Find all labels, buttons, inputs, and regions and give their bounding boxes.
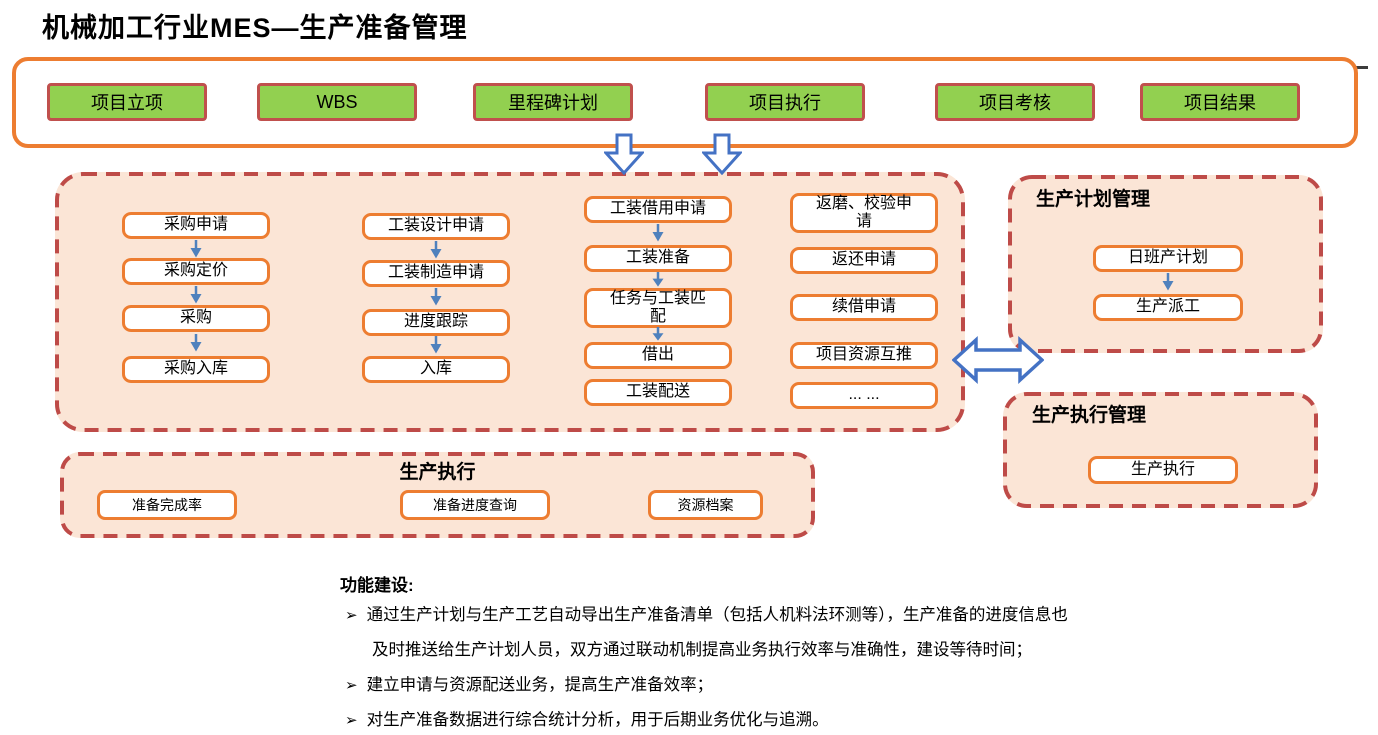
flow-arrow-icon: [652, 224, 664, 242]
flow-arrow-icon: [652, 272, 664, 287]
step-project-execution: 项目执行: [705, 83, 865, 121]
project-resource-push-box: 项目资源互推: [790, 342, 938, 369]
regrind-calibration-apply-box: 返磨、校验申 请: [790, 193, 938, 233]
lend-out-box: 借出: [584, 342, 732, 369]
step-project-initiation: 项目立项: [47, 83, 207, 121]
note-bullet-1: ➢ 通过生产计划与生产工艺自动导出生产准备清单（包括人机料法环测等），生产准备的进…: [345, 601, 1068, 625]
return-apply-box: 返还申请: [790, 247, 938, 274]
bullet-marker-icon: ➢: [345, 712, 358, 729]
tooling-borrow-apply-box: 工装借用申请: [584, 196, 732, 223]
exec-panel: 生产执行 准备完成率 准备进度查询 资源档案: [60, 452, 815, 538]
bullet-marker-icon: ➢: [345, 677, 358, 694]
note-bullet-2: ➢ 建立申请与资源配送业务，提高生产准备效率；: [345, 671, 713, 695]
inbound-box: 入库: [362, 356, 510, 383]
corner-dash: [1356, 66, 1368, 69]
flow-arrow-icon: [430, 336, 442, 354]
production-prep-panel: 采购申请 采购定价 采购 采购入库 工装设计申请 工装制造申请 进度跟踪 入库 …: [55, 172, 965, 432]
renew-borrow-apply-box: 续借申请: [790, 294, 938, 321]
project-process-bar: 项目立项 WBS 里程碑计划 项目执行 项目考核 项目结果: [12, 57, 1358, 148]
step-milestone-plan: 里程碑计划: [473, 83, 633, 121]
page-title: 机械加工行业MES—生产准备管理: [42, 13, 468, 43]
flow-arrow-icon: [190, 334, 202, 352]
exec-panel-title: 生产执行: [399, 462, 476, 483]
flow-arrow-icon: [190, 240, 202, 258]
double-arrow-icon: [952, 336, 1044, 384]
flow-arrow-icon: [190, 286, 202, 304]
exec-mgmt-panel: 生产执行管理 生产执行: [1003, 392, 1318, 508]
flow-arrow-icon: [430, 241, 442, 259]
prep-progress-query-box: 准备进度查询: [400, 490, 550, 520]
production-dispatch-box: 生产派工: [1093, 294, 1243, 321]
production-execution-box: 生产执行: [1088, 456, 1238, 484]
flow-arrow-icon: [430, 288, 442, 306]
daily-shift-plan-box: 日班产计划: [1093, 245, 1243, 272]
bullet-marker-icon: ➢: [345, 607, 358, 624]
task-tooling-match-box: 任务与工装匹 配: [584, 288, 732, 328]
down-arrow-icon: [702, 133, 742, 175]
resource-archive-box: 资源档案: [648, 490, 763, 520]
purchase-box: 采购: [122, 305, 270, 332]
tooling-prepare-box: 工装准备: [584, 245, 732, 272]
tooling-design-apply-box: 工装设计申请: [362, 213, 510, 240]
flow-arrow-icon: [1162, 273, 1174, 291]
step-project-assessment: 项目考核: [935, 83, 1095, 121]
down-arrow-icon: [604, 133, 644, 175]
note-bullet-3: ➢ 对生产准备数据进行综合统计分析，用于后期业务优化与追溯。: [345, 706, 829, 730]
plan-mgmt-panel: 生产计划管理 日班产计划 生产派工: [1008, 175, 1323, 353]
tooling-delivery-box: 工装配送: [584, 379, 732, 406]
note-bullet-1-continued: 及时推送给生产计划人员，双方通过联动机制提高业务执行效率与准确性，建设等待时间；: [372, 636, 1032, 660]
progress-tracking-box: 进度跟踪: [362, 309, 510, 336]
purchase-inbound-box: 采购入库: [122, 356, 270, 383]
purchase-apply-box: 采购申请: [122, 212, 270, 239]
step-project-result: 项目结果: [1140, 83, 1300, 121]
ellipsis-box: ... ...: [790, 382, 938, 409]
exec-mgmt-title: 生产执行管理: [1032, 405, 1147, 426]
note-bullet-2-text: 建立申请与资源配送业务，提高生产准备效率；: [366, 676, 714, 694]
note-bullet-1-text: 通过生产计划与生产工艺自动导出生产准备清单（包括人机料法环测等），生产准备的进度…: [366, 606, 1068, 624]
step-wbs: WBS: [257, 83, 417, 121]
tooling-manufacture-apply-box: 工装制造申请: [362, 260, 510, 287]
note-bullet-1-text-2: 及时推送给生产计划人员，双方通过联动机制提高业务执行效率与准确性，建设等待时间；: [372, 641, 1032, 659]
notes-heading: 功能建设:: [340, 576, 414, 595]
note-bullet-3-text: 对生产准备数据进行综合统计分析，用于后期业务优化与追溯。: [366, 711, 829, 729]
purchase-pricing-box: 采购定价: [122, 258, 270, 285]
plan-mgmt-title: 生产计划管理: [1036, 189, 1151, 210]
flow-arrow-icon: [652, 327, 664, 341]
prep-completion-rate-box: 准备完成率: [97, 490, 237, 520]
